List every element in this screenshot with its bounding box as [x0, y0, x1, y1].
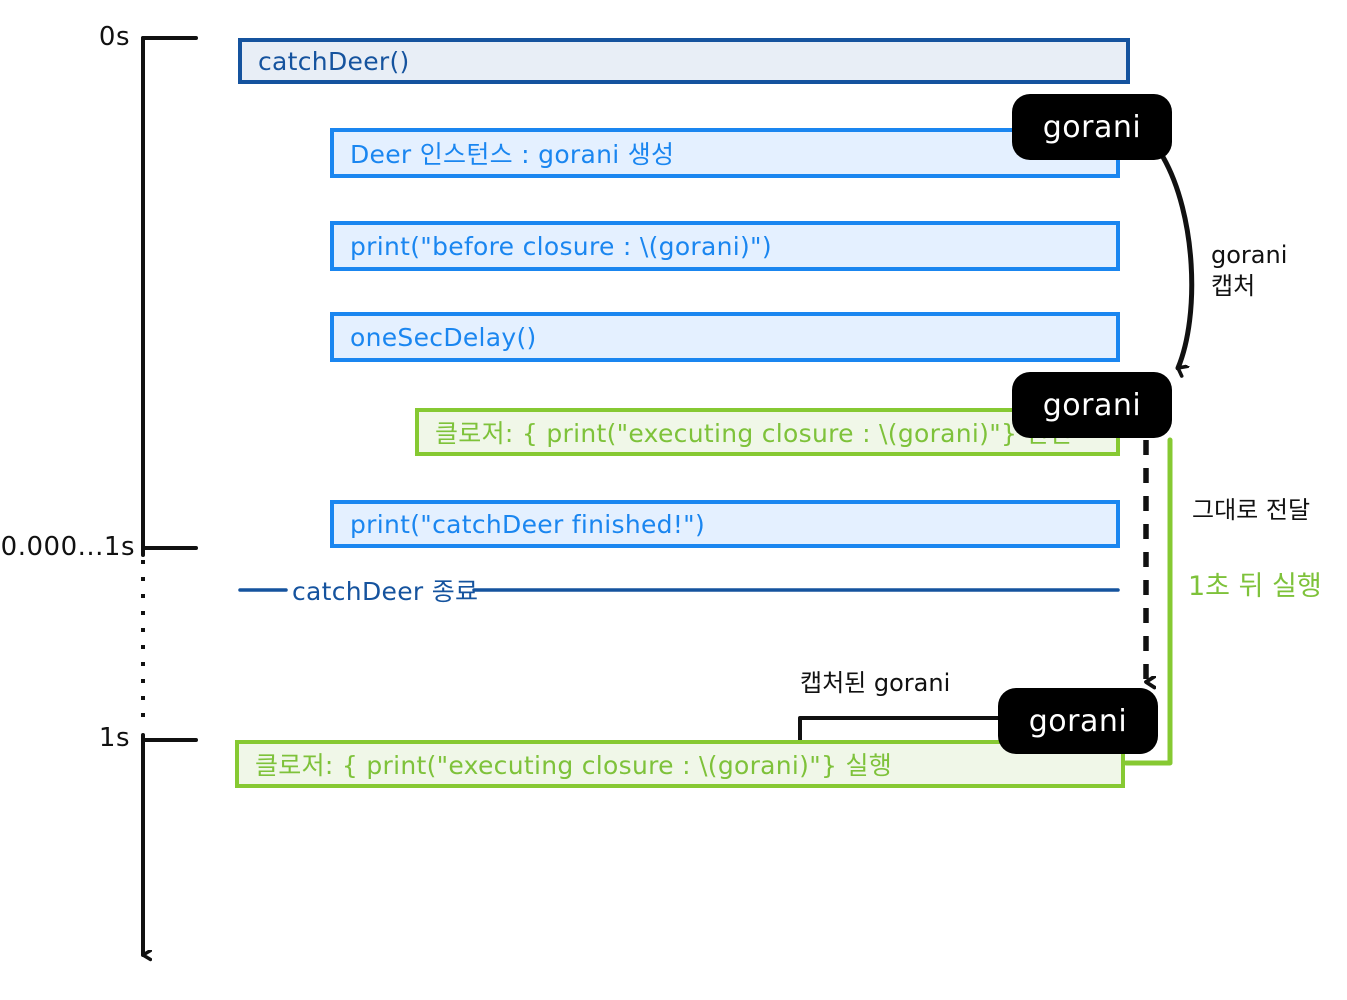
box-deer-instance[interactable]: Deer 인스턴스 : gorani 생성	[330, 128, 1120, 178]
box-print-finished-label: print("catchDeer finished!")	[350, 509, 706, 539]
anno-gorani-capture-line2: 캡처	[1211, 271, 1256, 300]
box-print-before-closure-label: print("before closure : \(gorani)")	[350, 231, 772, 261]
box-one-sec-delay-label: oneSecDelay()	[350, 322, 537, 352]
time-label-epsilon: 0.000...1s	[0, 532, 135, 562]
time-label-1s: 1s	[98, 723, 130, 753]
box-closure-declaration-label: 클로저: { print("executing closure : \(gora…	[435, 419, 1073, 448]
anno-gorani-capture: gorani 캡처	[1211, 240, 1287, 301]
time-axis	[141, 36, 198, 955]
box-catch-deer-label: catchDeer()	[258, 46, 410, 76]
anno-after-one-second: 1초 뒤 실행	[1188, 571, 1322, 602]
anno-captured-gorani: 캡처된 gorani	[800, 669, 951, 697]
box-catch-deer[interactable]: catchDeer()	[238, 38, 1130, 84]
box-closure-execution-label: 클로저: { print("executing closure : \(gora…	[255, 751, 893, 780]
time-label-0s: 0s	[98, 22, 130, 52]
box-deer-instance-label: Deer 인스턴스 : gorani 생성	[350, 140, 675, 169]
capture-arrow	[1160, 154, 1195, 368]
badge-gorani-bottom[interactable]: gorani	[998, 688, 1158, 754]
box-one-sec-delay[interactable]: oneSecDelay()	[330, 312, 1120, 362]
box-closure-execution[interactable]: 클로저: { print("executing closure : \(gora…	[235, 740, 1125, 788]
anno-passthrough: 그대로 전달	[1192, 496, 1311, 524]
box-print-before-closure[interactable]: print("before closure : \(gorani)")	[330, 221, 1120, 271]
box-closure-declaration[interactable]: 클로저: { print("executing closure : \(gora…	[415, 408, 1120, 456]
box-print-finished[interactable]: print("catchDeer finished!")	[330, 500, 1120, 548]
badge-gorani-middle[interactable]: gorani	[1012, 372, 1172, 438]
catchdeer-end-label: catchDeer 종료	[292, 577, 479, 606]
badge-gorani-top[interactable]: gorani	[1012, 94, 1172, 160]
anno-gorani-capture-line1: gorani	[1211, 241, 1288, 269]
